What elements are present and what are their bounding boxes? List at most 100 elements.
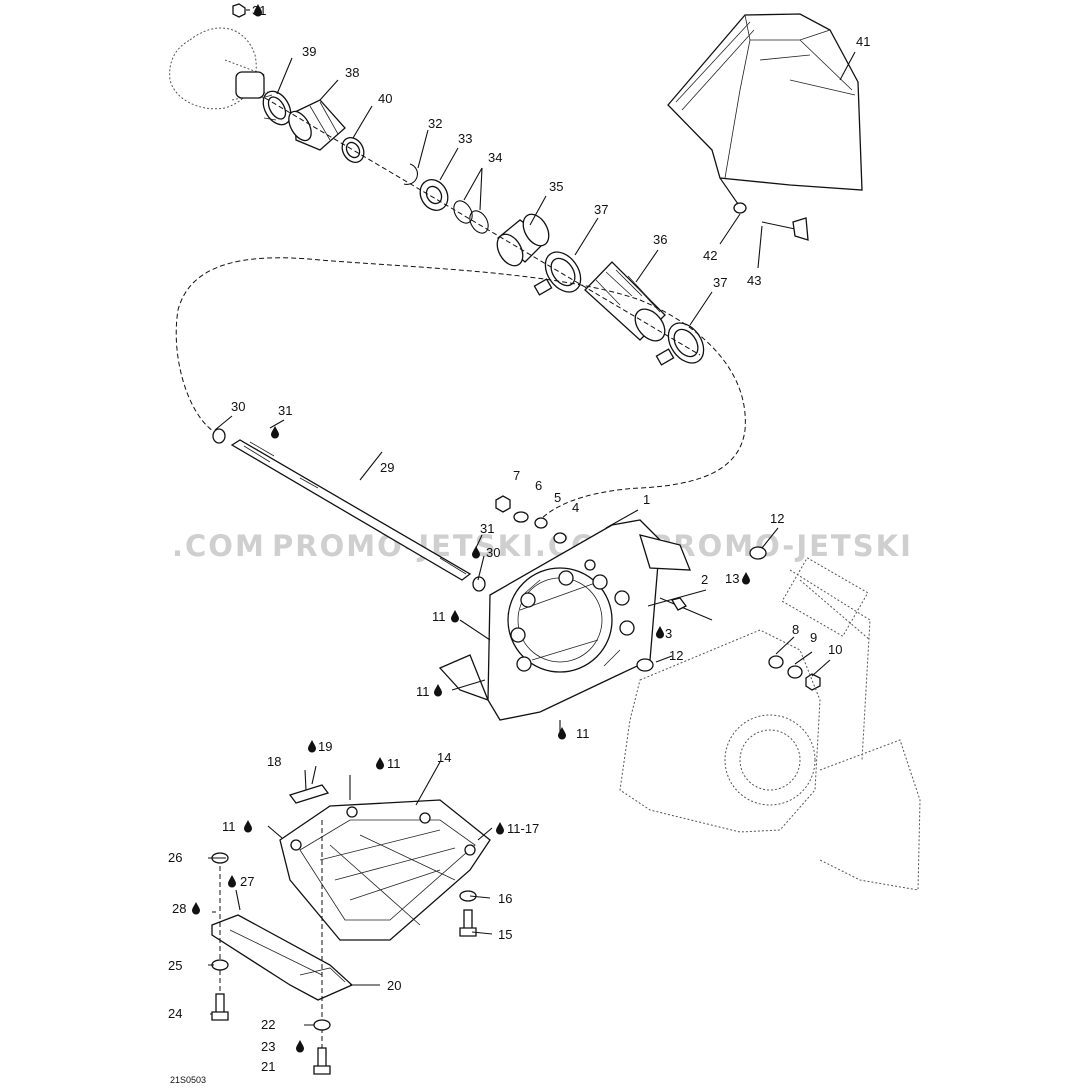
bearing-33 [419, 179, 449, 211]
callout-31-lower: 31 [480, 521, 494, 536]
callout-37-upper: 37 [594, 202, 608, 217]
jet-pump-ghost [619, 557, 921, 891]
callout-13: 13 [725, 571, 739, 586]
oil-drop-icon [451, 610, 459, 623]
oil-drop-icon [656, 626, 664, 639]
callout-15: 15 [498, 927, 512, 942]
sleeve-35 [496, 213, 550, 267]
callout-37-lower: 37 [713, 275, 727, 290]
pump-housing-1 [438, 519, 691, 721]
callouts: 31 39 38 40 32 33 34 35 37 36 37 41 42 4… [168, 3, 870, 1074]
oil-drop-icon [228, 875, 236, 888]
callout-25: 25 [168, 958, 182, 973]
callout-1: 1 [643, 492, 650, 507]
screw-43 [761, 217, 809, 241]
watermark-left: .COM [172, 529, 266, 563]
callout-20: 20 [387, 978, 401, 993]
boot-36 [584, 261, 666, 342]
callout-32: 32 [428, 116, 442, 131]
oil-drop-icon [244, 820, 252, 833]
callout-31: 31 [252, 3, 266, 18]
callout-35: 35 [549, 179, 563, 194]
hardware-8-10 [768, 655, 821, 691]
callout-5: 5 [554, 490, 561, 505]
callout-23: 23 [261, 1039, 275, 1054]
callout-18: 18 [267, 754, 281, 769]
callout-21: 21 [261, 1059, 275, 1074]
callout-33: 33 [458, 131, 472, 146]
callout-39: 39 [302, 44, 316, 59]
callout-2: 2 [701, 572, 708, 587]
intake-grate-14 [279, 799, 491, 941]
callout-40: 40 [378, 91, 392, 106]
callout-30-upper: 30 [231, 399, 245, 414]
oil-drop-icon [434, 684, 442, 697]
boot-38 [288, 99, 346, 151]
oil-drop-icon [192, 902, 200, 915]
callout-11-c: 11 [576, 726, 590, 741]
callout-34: 34 [488, 150, 502, 165]
oil-drop-icon [271, 426, 279, 439]
callout-24: 24 [168, 1006, 182, 1021]
oil-drop-icon [742, 572, 750, 585]
callout-36: 36 [653, 232, 667, 247]
shaft-axis-upper [264, 97, 701, 356]
oil-drop-icon [296, 1040, 304, 1053]
callout-6: 6 [535, 478, 542, 493]
washer-12-upper [749, 546, 767, 560]
callout-4: 4 [572, 500, 579, 515]
oil-drop-icon [308, 740, 316, 753]
callout-11-d: 11 [387, 756, 401, 771]
circlip-32 [403, 163, 418, 185]
callout-19: 19 [318, 739, 332, 754]
callout-27: 27 [240, 874, 254, 889]
oil-drop-icon [558, 727, 566, 740]
callout-31-mid: 31 [278, 403, 292, 418]
callout-9: 9 [810, 630, 817, 645]
oil-drop-icon [376, 757, 384, 770]
callout-7: 7 [513, 468, 520, 483]
callout-8: 8 [792, 622, 799, 637]
callout-11-e: 11 [222, 819, 236, 834]
clamp-37-lower [655, 322, 705, 366]
callout-11-17: 11-17 [507, 821, 539, 836]
assembly-loop [175, 257, 746, 521]
fasteners-bottom [211, 3, 477, 1075]
pad-18 [288, 784, 330, 804]
clamp-40 [341, 137, 365, 163]
washer-42 [719, 177, 747, 214]
watermark: .COM PROMO-JETSKI.COM PROMO-JETSKI [172, 529, 913, 563]
engine-flywheel-ghost [169, 27, 269, 110]
watermark-right: PROMO-JETSKI [650, 529, 913, 563]
oil-drop-icon [496, 822, 504, 835]
callout-28: 28 [172, 901, 186, 916]
callout-16: 16 [498, 891, 512, 906]
callout-11-b: 11 [416, 684, 430, 699]
callout-38: 38 [345, 65, 359, 80]
plate-20 [211, 914, 354, 1001]
cover-41 [667, 13, 863, 191]
callout-22: 22 [261, 1017, 275, 1032]
leader-lines [208, 9, 856, 1026]
stud-2 [659, 597, 713, 621]
callout-41: 41 [856, 34, 870, 49]
callout-12-upper: 12 [770, 511, 784, 526]
callout-3: 3 [665, 626, 672, 641]
callout-12-lower: 12 [669, 648, 683, 663]
callout-29: 29 [380, 460, 394, 475]
callout-10: 10 [828, 642, 842, 657]
callout-42: 42 [703, 248, 717, 263]
callout-14: 14 [437, 750, 451, 765]
callout-43: 43 [747, 273, 761, 288]
clamp-37-upper [533, 251, 582, 296]
o-rings-34 [453, 200, 489, 234]
callout-11-a: 11 [432, 609, 446, 624]
callout-30-lower: 30 [486, 545, 500, 560]
washer-12-lower [636, 658, 654, 672]
callout-26: 26 [168, 850, 182, 865]
hardware-4-7 [495, 495, 567, 544]
driveshaft-29 [212, 428, 486, 592]
drawing-code: 21S0503 [170, 1075, 206, 1085]
